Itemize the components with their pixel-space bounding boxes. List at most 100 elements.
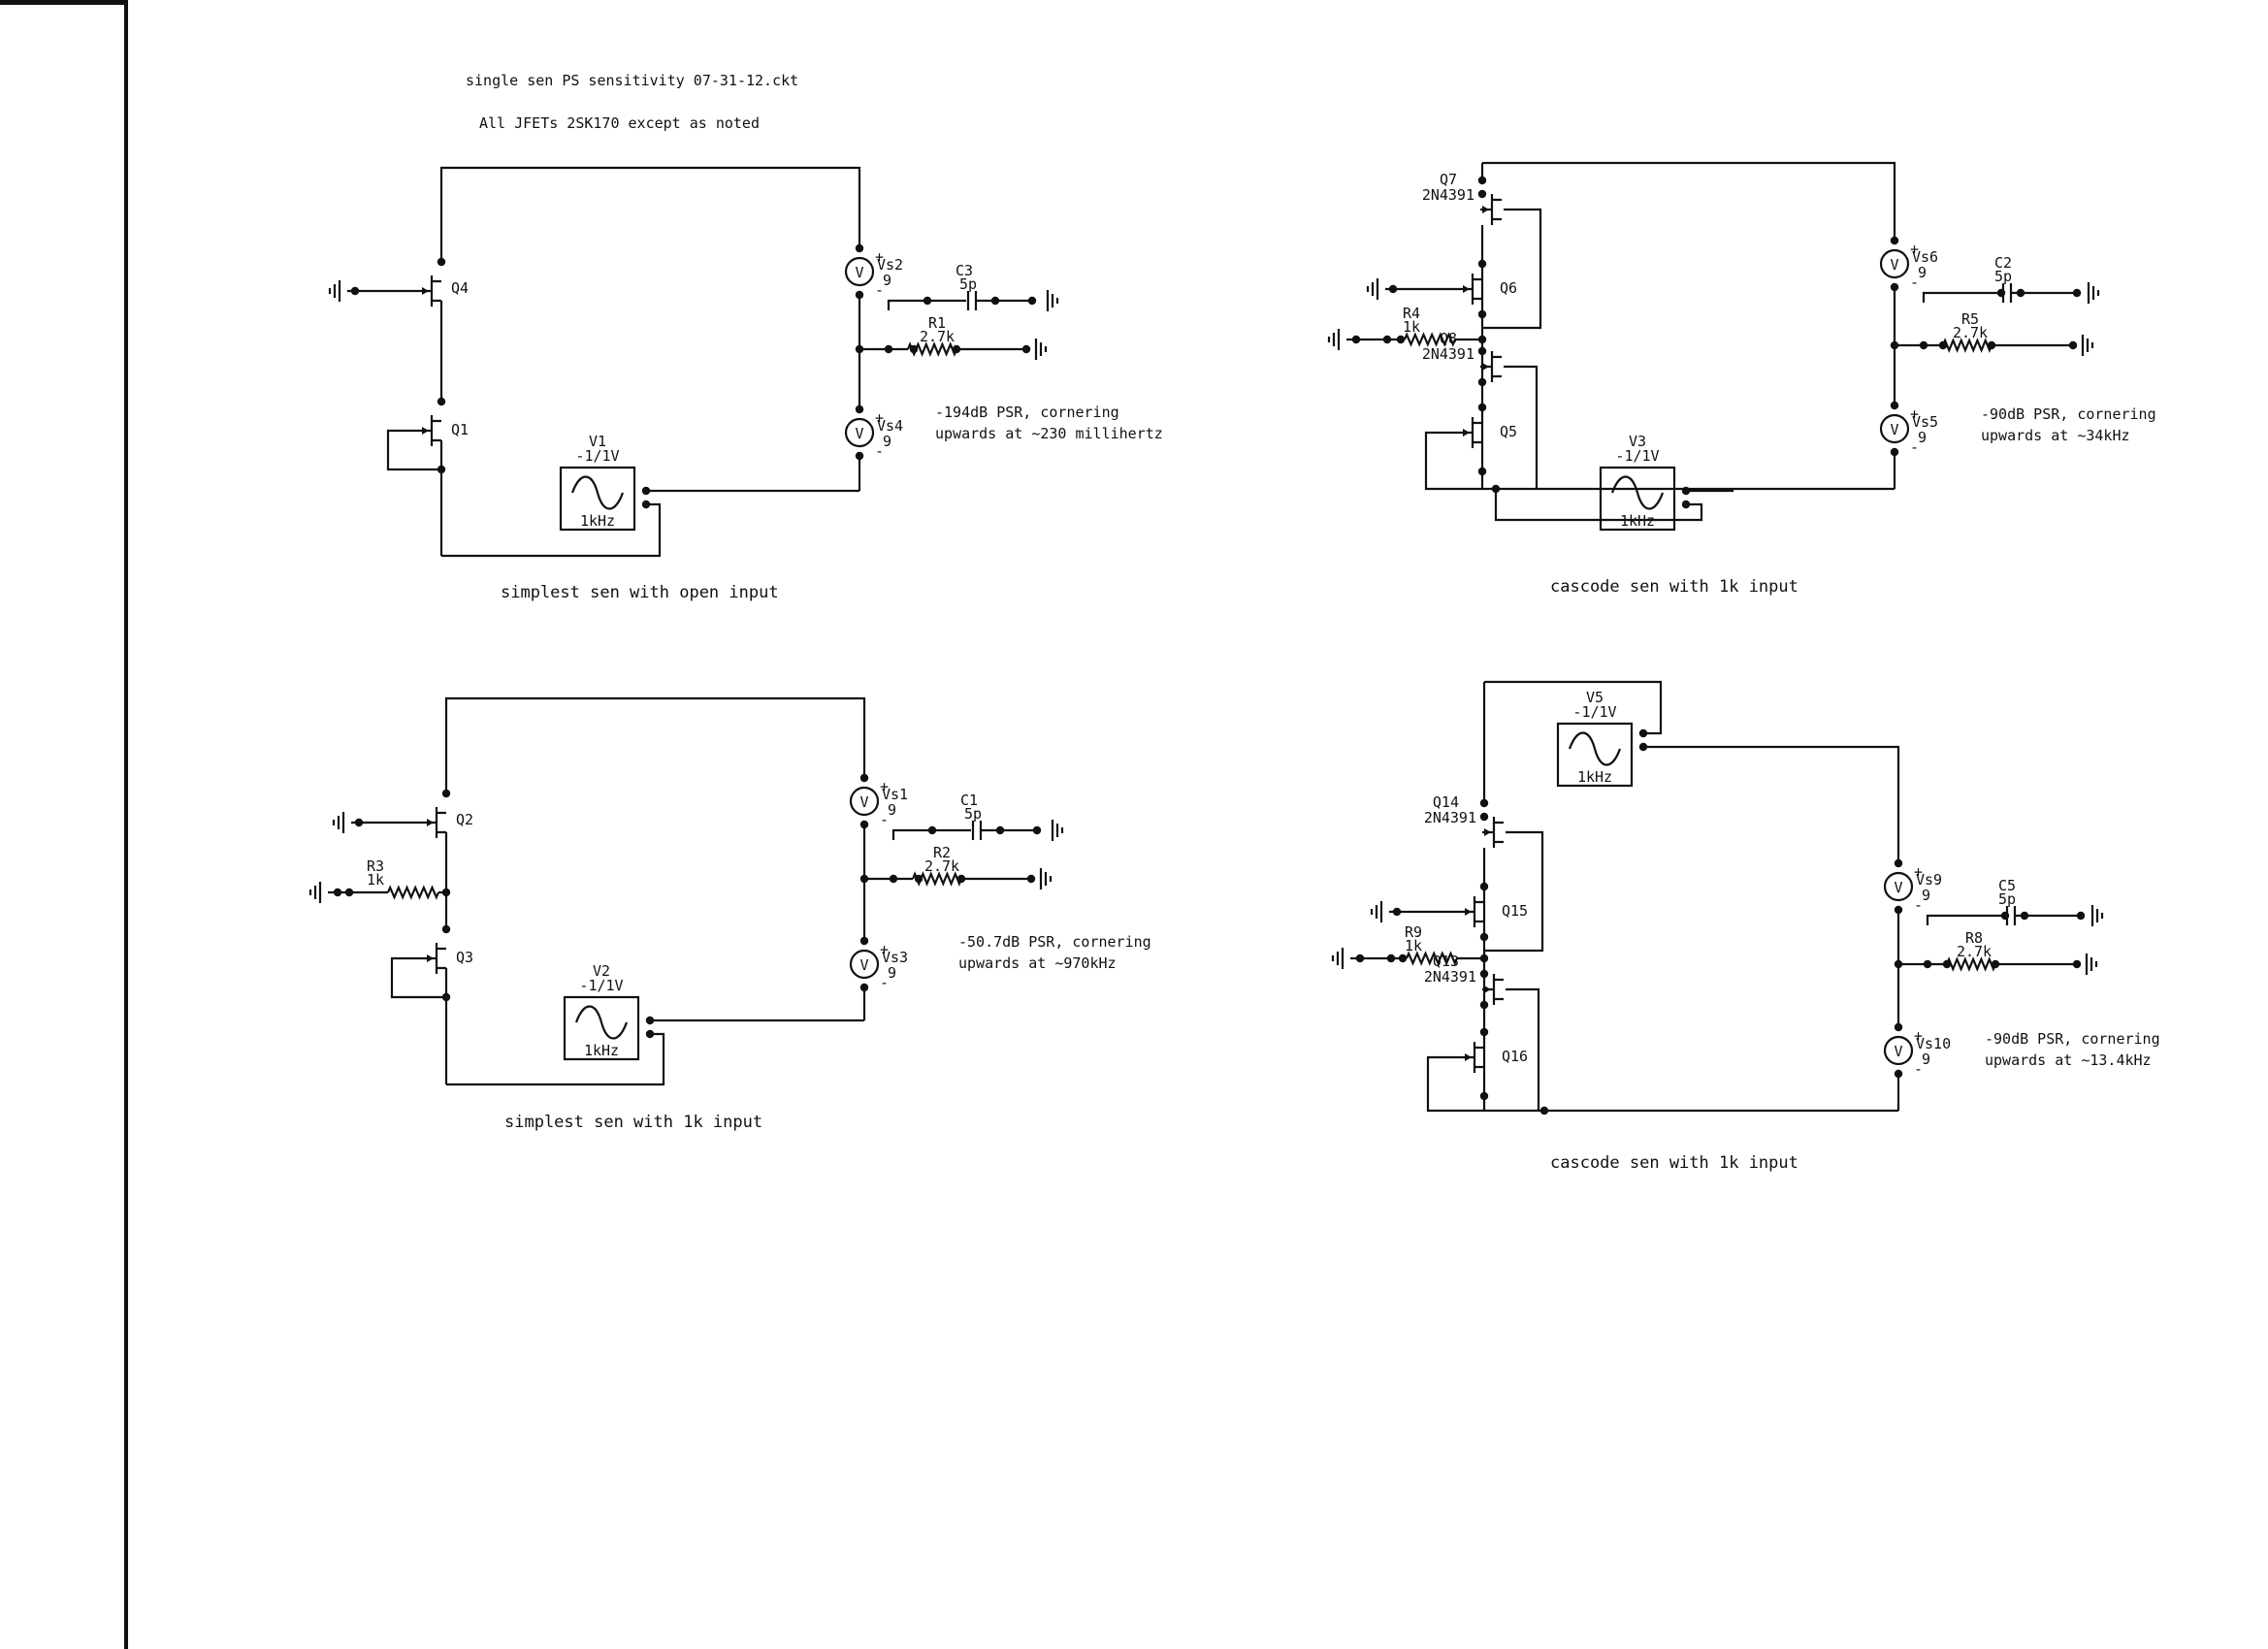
jfet-drain-source bbox=[437, 811, 446, 834]
junction-dot bbox=[1890, 401, 1899, 410]
self-bias-loop bbox=[1424, 431, 1482, 491]
resistor-label: R9 bbox=[1405, 923, 1422, 941]
minus-sign: - bbox=[875, 442, 884, 460]
voltage-source-label: Vs10 bbox=[1916, 1035, 1951, 1052]
voltage-source-label: Vs9 bbox=[1916, 871, 1942, 889]
jfet-gate-arrow bbox=[1484, 828, 1491, 836]
jfet-drain-source bbox=[1473, 421, 1482, 444]
header-note: All JFETs 2SK170 except as noted bbox=[479, 114, 760, 132]
psr-note-line: upwards at ~230 millihertz bbox=[935, 425, 1163, 442]
junction-dot bbox=[859, 983, 869, 992]
voltage-source-value: 9 bbox=[883, 433, 891, 450]
junction-dot bbox=[1479, 812, 1489, 822]
jfet-gate-arrow bbox=[427, 954, 434, 962]
junction-dot bbox=[1027, 296, 1037, 306]
junction-dot bbox=[1479, 1000, 1489, 1010]
jfet-drain-source bbox=[432, 419, 441, 442]
junction-dot bbox=[1479, 932, 1489, 942]
resistor-label: R5 bbox=[1961, 310, 1979, 328]
transistor-label: Q2 bbox=[456, 811, 473, 828]
junction-dot bbox=[1026, 874, 1036, 884]
cascode-gate-loop bbox=[1506, 987, 1540, 1111]
source-feed bbox=[1686, 489, 1734, 493]
transistor-type: 2N4391 bbox=[1424, 968, 1476, 986]
resistor-zigzag bbox=[1405, 951, 1459, 966]
voltage-source-circle bbox=[849, 949, 880, 980]
junction-dot bbox=[952, 344, 961, 354]
junction-dot bbox=[990, 296, 1000, 306]
source-frequency: 1kHz bbox=[584, 1042, 619, 1059]
junction-dot bbox=[1996, 288, 2006, 298]
return-wire bbox=[1494, 489, 1703, 522]
source-label: V1 bbox=[589, 433, 606, 450]
resistor-value: 2.7k bbox=[1957, 943, 1992, 960]
jfet-gate-arrow bbox=[1463, 429, 1470, 436]
junction-dot bbox=[437, 397, 446, 406]
voltage-source-label: Vs3 bbox=[882, 949, 908, 966]
capacitor-value: 5p bbox=[1998, 890, 2016, 908]
ground-icon bbox=[1034, 339, 1048, 360]
junction-dot bbox=[1479, 1027, 1489, 1037]
junction-dot bbox=[1477, 467, 1487, 476]
psr-note-line: -90dB PSR, cornering bbox=[1985, 1030, 2160, 1048]
junction-dot bbox=[1991, 959, 2000, 969]
psr-note-line: -50.7dB PSR, cornering bbox=[958, 933, 1151, 951]
voltage-source-value: 9 bbox=[1922, 1051, 1930, 1068]
source-amplitude: -1/1V bbox=[1615, 447, 1659, 465]
jfet-gate-arrow bbox=[422, 287, 429, 295]
capacitor-label: C2 bbox=[1994, 254, 2012, 272]
jfet-drain-source bbox=[437, 947, 446, 970]
cap-branch bbox=[887, 299, 966, 310]
ground-icon bbox=[2081, 335, 2094, 356]
return-wire bbox=[441, 502, 662, 558]
minus-sign: - bbox=[1914, 1060, 1923, 1078]
jfet-drain-source bbox=[1473, 277, 1482, 301]
junction-dot bbox=[1638, 742, 1648, 752]
capacitor-label: C3 bbox=[956, 262, 973, 279]
jfet-drain-source bbox=[1494, 978, 1504, 1001]
capacitor-plates bbox=[971, 821, 983, 840]
voltage-source-symbol: V bbox=[1890, 421, 1898, 438]
transistor-label: Q6 bbox=[1500, 279, 1517, 297]
junction-dot bbox=[1388, 284, 1398, 294]
cascode-gate-loop bbox=[1484, 830, 1544, 953]
psr-note-line: upwards at ~13.4kHz bbox=[1985, 1051, 2152, 1069]
junction-dot bbox=[909, 344, 919, 354]
voltage-source-symbol: V bbox=[1894, 1043, 1902, 1060]
junction-dot bbox=[441, 992, 451, 1002]
junction-dot bbox=[1894, 858, 1903, 868]
junction-dot bbox=[2076, 911, 2086, 921]
sine-wave-icon bbox=[574, 1005, 629, 1040]
voltage-source-value: 9 bbox=[1922, 887, 1930, 904]
junction-dot bbox=[1396, 335, 1406, 344]
junction-dot bbox=[956, 874, 966, 884]
junction-dot bbox=[1392, 907, 1402, 917]
sine-source-box bbox=[1599, 466, 1676, 532]
cascode-gate-loop bbox=[1504, 365, 1539, 489]
circuit-cascode-1k-input-b: R91kQ142N4391Q15Q132N4391Q16V+-V+-Vs99Vs… bbox=[1331, 680, 2160, 1173]
resistor-label: R4 bbox=[1403, 305, 1420, 322]
voltage-source-circle bbox=[844, 417, 875, 448]
circuit-caption: simplest sen with 1k input bbox=[504, 1113, 762, 1132]
jfet-drain-source bbox=[1474, 900, 1484, 923]
voltage-source-value: 9 bbox=[1918, 264, 1927, 281]
ground-icon bbox=[1370, 901, 1383, 922]
page-top-border bbox=[0, 0, 126, 5]
transistor-label: Q15 bbox=[1502, 902, 1528, 920]
resistor-zigzag bbox=[1945, 956, 1997, 972]
resistor-label: R8 bbox=[1965, 929, 1983, 947]
sine-source-box bbox=[1556, 722, 1634, 788]
junction-dot bbox=[2072, 959, 2082, 969]
junction-dot bbox=[344, 888, 354, 897]
plus-sign: + bbox=[1914, 1027, 1923, 1045]
junction-dot bbox=[855, 451, 864, 461]
junction-dot bbox=[1491, 484, 1501, 494]
junction-dot bbox=[1479, 954, 1489, 963]
junction-dot bbox=[441, 888, 451, 897]
voltage-source-value: 9 bbox=[888, 801, 896, 819]
capacitor-label: C1 bbox=[960, 792, 978, 809]
circuit-cascode-1k-input-a: R41kQ72N4391Q6Q82N4391Q5V+-V+-Vs69Vs59C2… bbox=[1327, 161, 2156, 597]
capacitor-value: 5p bbox=[964, 805, 982, 823]
circuit-simplest-1k-input: Q2Q3R31kV+-V+-Vs19Vs39C15pR22.7kV2-1/1V1… bbox=[308, 696, 1151, 1132]
